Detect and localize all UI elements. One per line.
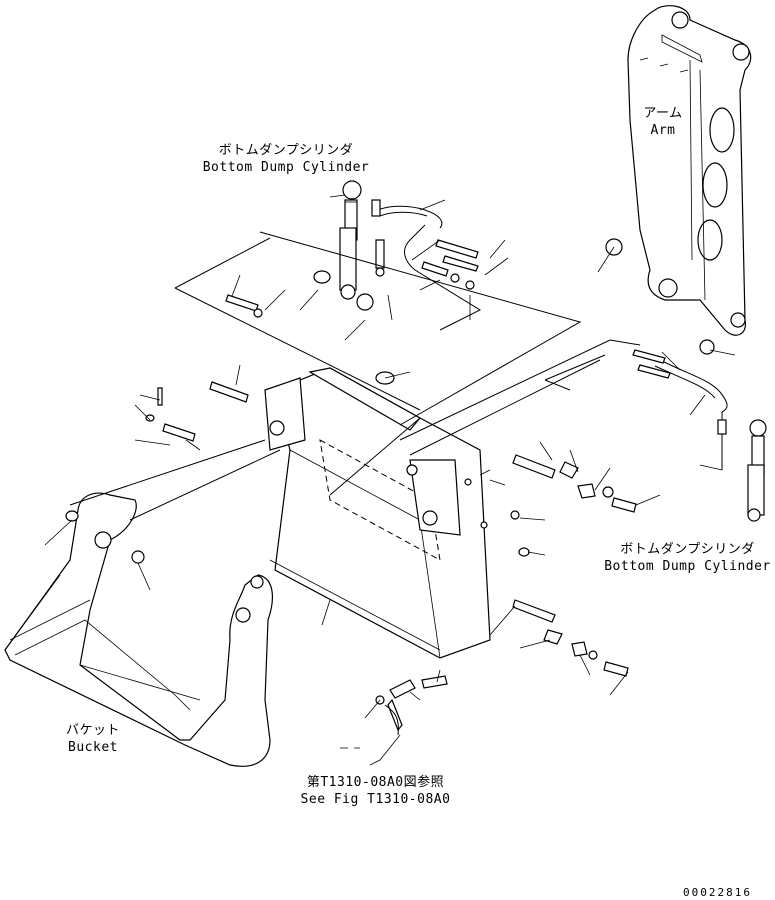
label-cylinder-right-en: Bottom Dump Cylinder: [604, 559, 771, 574]
top-hardware: [225, 239, 479, 318]
routing-lines-top: [174, 231, 582, 426]
bucket-part: [4, 492, 273, 767]
label-cylinder-right-jp: ボトムダンプシリンダ: [620, 542, 755, 557]
drawing-number: 00022816: [683, 886, 752, 899]
right-hardware: [510, 454, 637, 677]
label-arm-jp: アーム: [643, 106, 683, 121]
bottom-dump-cylinder-right: [747, 419, 767, 522]
label-see-fig-jp: 第T1310-08A0図参照: [306, 775, 445, 790]
bucket-link-body: [264, 367, 491, 659]
leader-lines: [44, 194, 736, 766]
bottom-hardware: [375, 675, 448, 736]
label-cylinder-top-en: Bottom Dump Cylinder: [202, 160, 370, 175]
hose-top: [377, 205, 443, 229]
label-bucket-jp: バケット: [65, 723, 120, 738]
arm-part: [627, 5, 752, 336]
label-arm-en: Arm: [650, 123, 676, 138]
label-cylinder-top-jp: ボトムダンプシリンダ: [218, 143, 354, 158]
label-bucket-en: Bucket: [68, 740, 118, 755]
left-hardware: [145, 381, 249, 442]
label-see-fig-en: See Fig T1310-08A0: [300, 792, 451, 807]
bottom-dump-cylinder-top: [339, 180, 362, 300]
hose-right: [659, 359, 728, 413]
